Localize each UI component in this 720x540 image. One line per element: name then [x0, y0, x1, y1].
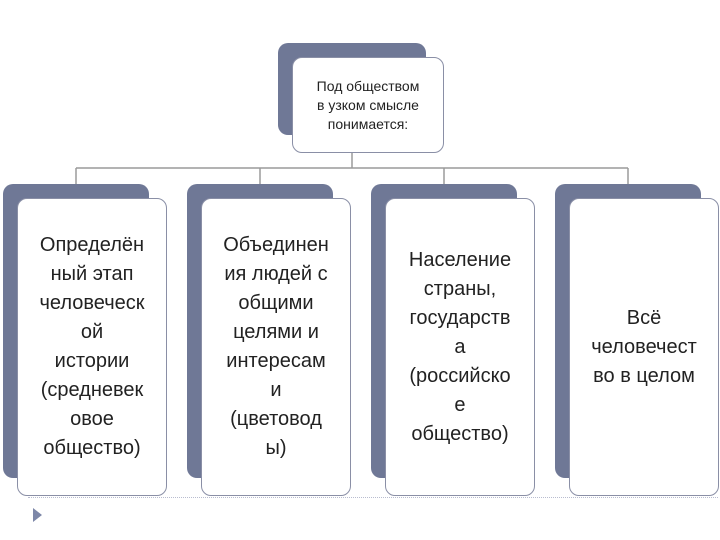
child-node-1: Определён ный этап человеческ ой истории…	[17, 198, 167, 496]
child-node-3: Население страны, государств а (российск…	[385, 198, 535, 496]
child-node-2-text: Объединен ия людей с общими целями и инт…	[223, 234, 329, 459]
slide-footer-divider	[28, 497, 718, 498]
child-node-3-text: Население страны, государств а (российск…	[408, 248, 512, 445]
play-arrow-icon	[33, 508, 42, 522]
child-node-1-text: Определён ный этап человеческ ой истории…	[39, 234, 145, 459]
child-node-4-text: Всё человечест во в целом	[591, 306, 697, 387]
root-node: Под обществом в узком смысле понимается:	[292, 57, 444, 153]
child-node-4: Всё человечест во в целом	[569, 198, 719, 496]
root-node-text: Под обществом в узком смысле понимается:	[316, 77, 420, 132]
child-node-2: Объединен ия людей с общими целями и инт…	[201, 198, 351, 496]
